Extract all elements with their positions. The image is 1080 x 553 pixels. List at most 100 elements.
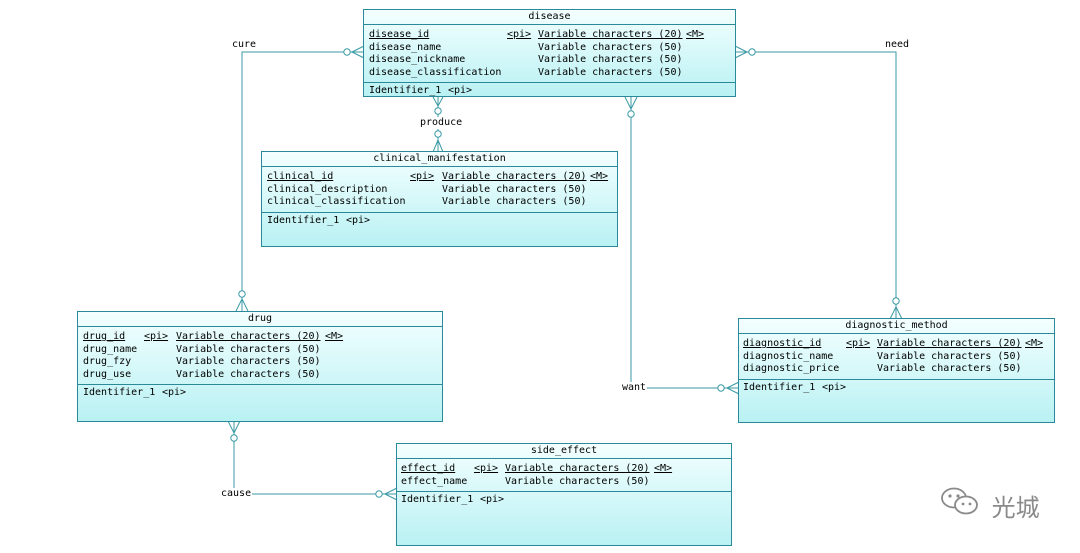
watermark: 光城 — [940, 486, 1040, 524]
want-crowfoot-d — [726, 387, 740, 395]
cure-crowfoot-a — [351, 45, 365, 53]
entity-drug[interactable]: drug drug_id <pi> Variable characters (2… — [77, 311, 443, 422]
attribute-mandatory: <M> — [325, 331, 344, 342]
attribute-name: diagnostic_name — [743, 350, 834, 362]
attribute-name: disease_classification — [369, 66, 502, 78]
attribute-type: Variable characters (50) — [505, 475, 650, 487]
want-crowfoot-a — [624, 96, 632, 110]
relationship-label-cause: cause — [220, 488, 253, 499]
cause-optional-top — [230, 434, 238, 442]
want-crowfoot-b — [630, 96, 638, 110]
entity-diagnostic-method[interactable]: diagnostic_method diagnostic_id <pi> Var… — [738, 318, 1055, 423]
attribute-name: clinical_description — [267, 183, 388, 195]
attribute-type: Variable characters (20) — [505, 463, 650, 474]
entity-side-effect[interactable]: side_effect effect_id <pi> Variable char… — [396, 443, 732, 546]
attribute-key: <pi> — [474, 463, 499, 474]
produce-crowfoot-d — [437, 139, 444, 153]
entity-clinical-manifestation[interactable]: clinical_manifestation clinical_id <pi> … — [261, 151, 618, 247]
relationship-label-want: want — [621, 382, 648, 393]
entity-title: drug — [78, 312, 442, 327]
produce-optional-bottom — [434, 130, 442, 138]
attribute-type: Variable characters (50) — [538, 66, 683, 78]
need-optional-bottom — [892, 297, 900, 305]
relationship-label-cure: cure — [231, 39, 258, 50]
cure-optional-top — [343, 48, 351, 56]
produce-crowfoot-c — [432, 139, 439, 153]
attribute-row: drug_fzy Variable characters (50) — [78, 356, 442, 369]
attribute-type: Variable characters (20) — [538, 29, 683, 40]
attribute-type: Variable characters (50) — [442, 183, 587, 195]
attribute-row: clinical_classification Variable charact… — [262, 196, 617, 209]
cure-crowfoot-d — [241, 298, 249, 312]
attribute-type: Variable characters (50) — [176, 356, 321, 367]
want-optional-right — [717, 384, 725, 392]
cause-crowfoot-c — [384, 487, 398, 495]
want-crowfoot-c — [726, 381, 740, 389]
attribute-name: disease_name — [369, 41, 442, 53]
attribute-row: diagnostic_name Variable characters (50) — [739, 351, 1054, 364]
attribute-name: diagnostic_price — [743, 363, 840, 374]
cure-crowfoot-c — [235, 298, 243, 312]
relationship-label-produce: produce — [419, 117, 464, 128]
identifier-name: Identifier_1 — [267, 214, 340, 226]
identifier-key: <pi> — [346, 214, 371, 226]
cure-crowfoot-b — [351, 51, 365, 59]
attribute-type: Variable characters (50) — [877, 350, 1022, 362]
identifier-key: <pi> — [448, 85, 473, 96]
attribute-type: Variable characters (50) — [538, 54, 683, 65]
produce-crowfoot-b — [437, 96, 444, 107]
attribute-list: drug_id <pi> Variable characters (20) <M… — [78, 327, 442, 385]
attribute-type: Variable characters (20) — [176, 331, 321, 342]
attribute-name: drug_name — [83, 343, 138, 355]
need-line — [735, 51, 897, 319]
attribute-name: disease_id — [369, 29, 430, 40]
identifier-key: <pi> — [480, 494, 505, 505]
attribute-row: disease_name Variable characters (50) — [364, 42, 735, 55]
identifier-row: Identifier_1 <pi> — [262, 213, 617, 227]
entity-title: diagnostic_method — [739, 319, 1054, 334]
attribute-type: Variable characters (50) — [877, 363, 1022, 374]
relationship-label-need: need — [884, 39, 911, 50]
attribute-name: effect_id — [401, 463, 456, 474]
need-crowfoot-b — [734, 51, 748, 59]
cause-crowfoot-a — [227, 420, 235, 434]
identifier-key: <pi> — [822, 381, 847, 393]
attribute-row: disease_classification Variable characte… — [364, 67, 735, 80]
wechat-icon — [940, 486, 980, 524]
need-optional-top — [748, 48, 756, 56]
watermark-text: 光城 — [991, 493, 1040, 522]
attribute-key: <pi> — [846, 338, 871, 349]
attribute-key: <pi> — [144, 331, 169, 342]
attribute-row: drug_use Variable characters (50) — [78, 369, 442, 382]
attribute-name: drug_fzy — [83, 356, 132, 367]
attribute-row: clinical_description Variable characters… — [262, 184, 617, 197]
attribute-type: Variable characters (50) — [442, 196, 587, 207]
attribute-name: drug_use — [83, 368, 132, 380]
identifier-name: Identifier_1 — [743, 381, 816, 393]
identifier-name: Identifier_1 — [369, 85, 442, 96]
attribute-row: drug_name Variable characters (50) — [78, 344, 442, 357]
need-crowfoot-a — [734, 45, 748, 53]
entity-title: disease — [364, 10, 735, 25]
want-line — [630, 97, 739, 389]
entity-disease[interactable]: disease disease_id <pi> Variable charact… — [363, 9, 736, 97]
attribute-type: Variable characters (20) — [877, 338, 1022, 349]
attribute-name: diagnostic_id — [743, 338, 822, 349]
entity-title: clinical_manifestation — [262, 152, 617, 167]
attribute-row: diagnostic_price Variable characters (50… — [739, 363, 1054, 376]
attribute-type: Variable characters (50) — [176, 368, 321, 380]
attribute-name: clinical_classification — [267, 196, 406, 207]
attribute-key: <pi> — [507, 29, 532, 40]
cause-crowfoot-b — [233, 420, 241, 434]
identifier-name: Identifier_1 — [401, 494, 474, 505]
identifier-row: Identifier_1 <pi> — [78, 385, 442, 399]
attribute-type: Variable characters (50) — [176, 343, 321, 355]
attribute-key: <pi> — [410, 171, 435, 182]
want-optional-top — [627, 110, 635, 118]
need-crowfoot-c — [889, 306, 897, 320]
attribute-list: clinical_id <pi> Variable characters (20… — [262, 167, 617, 213]
need-crowfoot-d — [895, 306, 903, 320]
attribute-name: effect_name — [401, 475, 468, 487]
